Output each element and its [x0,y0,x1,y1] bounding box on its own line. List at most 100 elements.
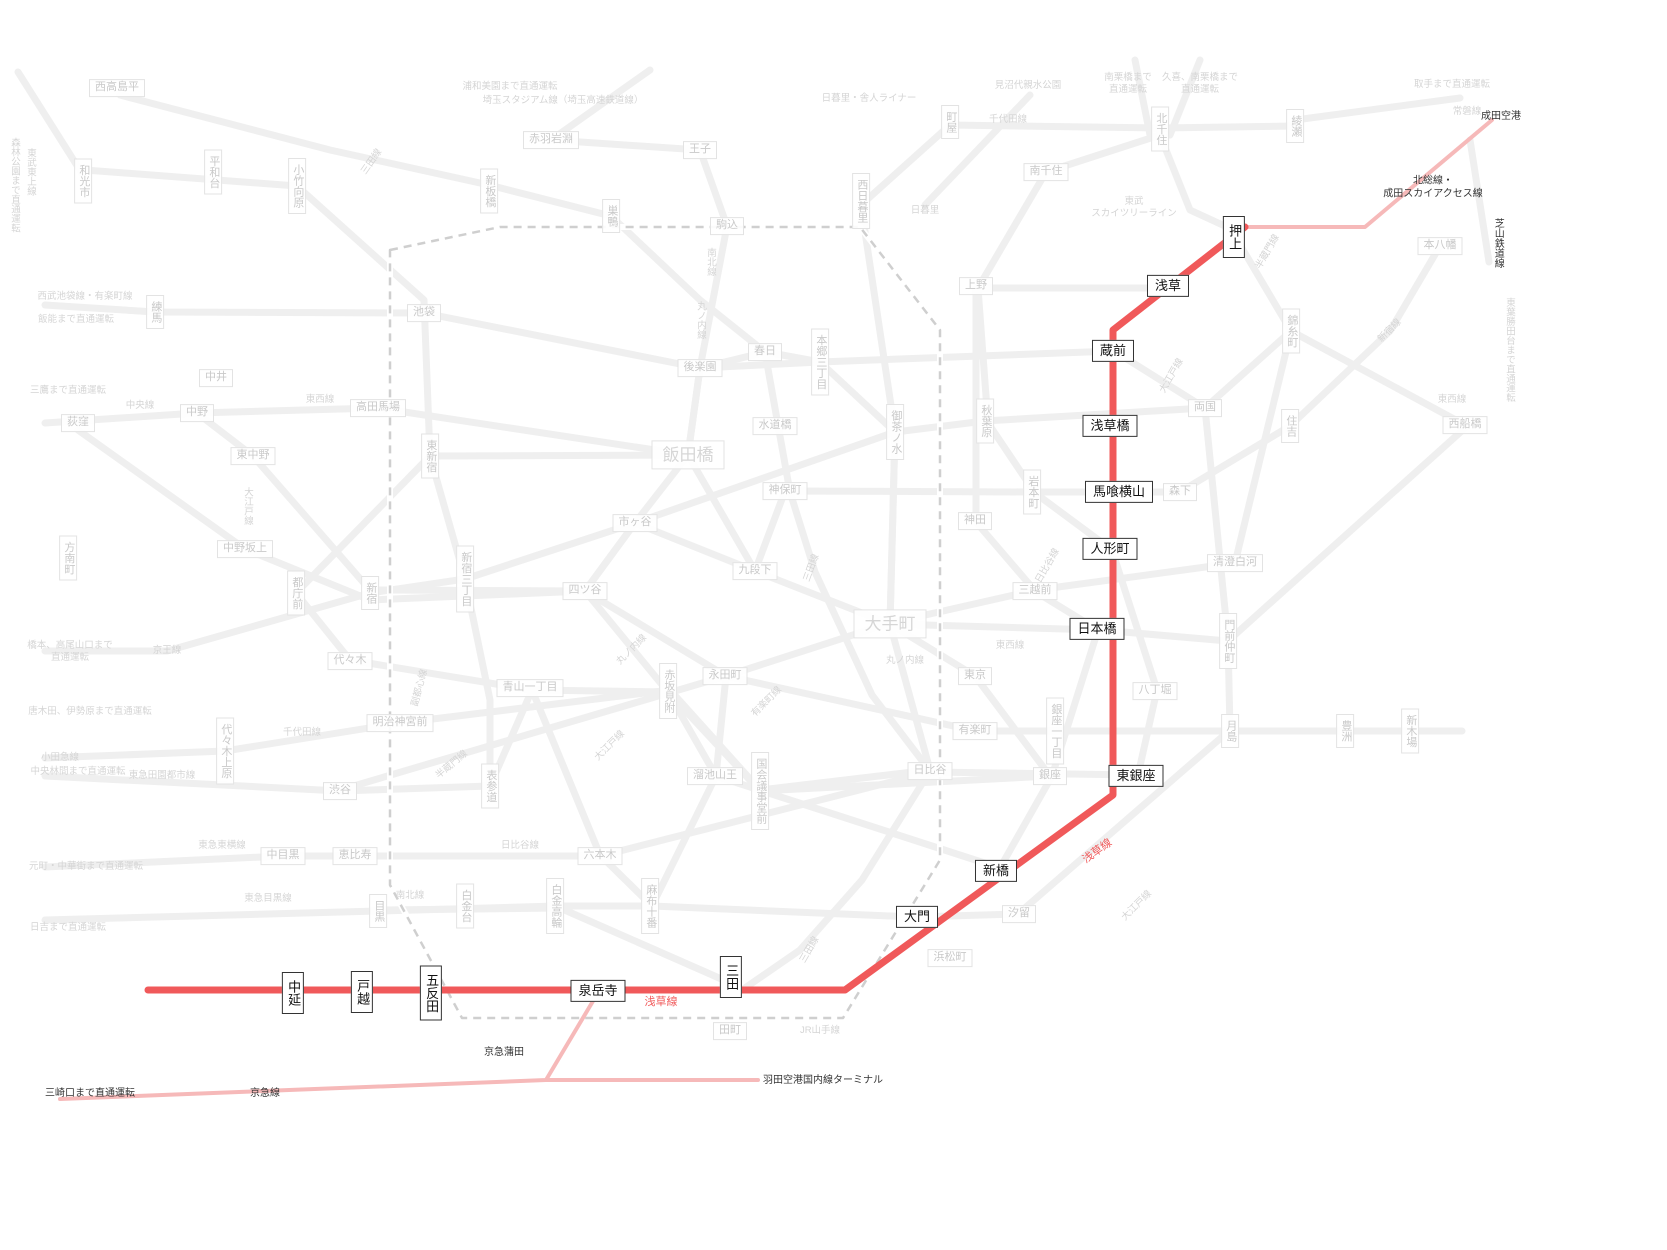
background-line-label: 中央線 [125,400,155,412]
background-line-label: 南北線 [704,247,716,277]
through-service-label: 京急線 [250,1087,280,1099]
background-line-label: 西武池袋線・有楽町線 [37,291,133,303]
background-line-label: 京王線 [152,645,182,657]
background-station-label: 本八幡 [1417,237,1463,255]
background-station-label: 市ヶ谷 [612,514,658,532]
background-station-label: 国会議事堂前 [751,752,769,830]
background-station-label: 渋谷 [323,782,357,800]
background-line-label: 東西線 [1437,394,1467,406]
background-station-label: 麻布十番 [641,878,659,934]
asakusa-line-name-label: 浅草線 [644,996,678,1009]
background-station-label: 中井 [199,369,233,387]
background-station-label: 代々木 [327,652,373,670]
background-station-label: 駒込 [710,217,744,235]
background-line-label: 日吉まで直通運転 [29,922,107,934]
asakusa-station-label: 三田 [719,956,743,998]
background-station-label: 中目黒 [260,847,306,865]
denentoshi-line-path [41,772,344,795]
background-station-label: 四ツ谷 [562,582,608,600]
background-station-label: 西船橋 [1442,416,1488,434]
background-station-label: 住吉 [1281,409,1299,443]
background-line-label: 三田線 [797,934,822,965]
background-line-label: 取手まで直通運転 [1413,79,1491,91]
background-station-label: 荻窪 [61,414,95,432]
background-line-label: 半蔵門線 [1253,232,1282,271]
background-line-label: 有楽町線 [749,684,785,720]
background-station-label: 北千住 [1151,106,1169,152]
background-line-label: 日比谷線 [500,840,540,852]
through-service-label: 成田空港 [1481,110,1521,122]
background-line-label: 千代田線 [282,727,322,739]
asakusa-station-label: 日本橋 [1069,617,1125,641]
background-line-label: 見沼代親水公園 [994,80,1062,92]
asakusa-station-label: 泉岳寺 [570,979,626,1003]
background-line-label: 中央林間まで直通運転 [30,766,126,778]
background-station-label: 大手町 [853,609,927,639]
background-station-label: 明治神宮前 [366,714,434,732]
background-station-label: 清澄白河 [1207,554,1263,572]
background-station-label: 後楽園 [677,359,723,377]
background-station-label: 月島 [1221,714,1239,748]
background-line-label: 東急田園都市線 [128,770,196,782]
jr-yamanote-line [387,224,943,1021]
background-station-label: 豊洲 [1336,714,1354,748]
background-station-label: 町屋 [941,105,959,139]
background-line-label: 東武 スカイツリーライン [1091,196,1177,219]
jr-yamanote-underlay [387,224,943,1021]
background-line-label: 飯能まで直通運転 [37,314,115,326]
background-line-label: JR山手線 [799,1025,841,1037]
background-line-label: 久喜、南栗橋まで 直通運転 [1161,72,1239,95]
background-line-label: 三田線 [801,552,822,584]
background-line-label: 日暮里・舎人ライナー [821,93,917,105]
through-service-label: 京急蒲田 [484,1046,524,1058]
tobu-north-path [1131,56,1154,139]
background-line-label: 日比谷線 [1033,546,1062,585]
background-line-label: 東葉勝田台まで直通運転 [1503,297,1515,403]
background-station-label: 神田 [958,512,992,530]
mita-line-path [116,91,934,994]
nippori-toneri-path [921,91,1034,209]
background-line-label: 新宿線 [1375,316,1404,345]
background-line-label: 大江戸線 [1157,356,1186,395]
background-station-label: 本郷三丁目 [811,328,829,396]
tobu-tojo-path [14,68,87,179]
background-station-label: 白金高輪 [546,878,564,934]
background-station-label: 中野 [180,404,214,422]
through-service-label: 北総線・ 成田スカイアクセス線 [1383,175,1483,200]
background-station-label: 王子 [683,141,717,159]
background-station-label: 白金台 [456,883,474,929]
background-station-label: 新宿三丁目 [456,545,474,613]
background-station-label: 東中野 [230,447,276,465]
background-line-label: 東急目黒線 [244,893,292,905]
hokuso-skyaccess-path [1243,118,1494,229]
background-station-label: 西高島平 [89,79,145,97]
background-station-label: 方南町 [59,535,77,581]
background-line-label: 森林公園まで直通運転 [8,137,20,233]
background-station-label: 飯田橋 [651,440,725,470]
through-service-label: 芝山鉄道線 [1492,218,1504,268]
background-station-label: 赤羽岩淵 [523,131,579,149]
asakusa-station-label: 東銀座 [1108,764,1164,788]
background-station-label: 目黒 [369,894,387,928]
background-line-label: 丸ノ内線 [694,301,706,339]
background-station-label: 東新宿 [421,433,439,479]
shinjuku-line-path [366,242,1444,597]
asakusa-station-label: 押上 [1222,216,1246,258]
background-station-label: 上野 [959,277,993,295]
background-station-label: 岩本町 [1023,469,1041,515]
background-line-label: 丸ノ内線 [614,632,650,668]
background-line-label: 浦和美園まで直通運転 [462,81,558,93]
background-station-label: 中野坂上 [217,540,273,558]
background-station-label: 有楽町 [952,722,998,740]
through-service-label: 三崎口まで直通運転 [45,1087,135,1099]
background-line-label: 丸ノ内線 [885,655,925,667]
asakusa-station-label: 中延 [281,972,305,1014]
through-service-lines [58,118,1494,1101]
joban-line-path [1291,94,1464,124]
background-station-label: 銀座一丁目 [1046,697,1064,765]
background-line-label: 東急東横線 [198,840,246,852]
background-station-label: 田町 [713,1022,747,1040]
background-line-label: 小田急線 [40,752,80,764]
background-line-label: 大江戸線 [592,728,628,764]
